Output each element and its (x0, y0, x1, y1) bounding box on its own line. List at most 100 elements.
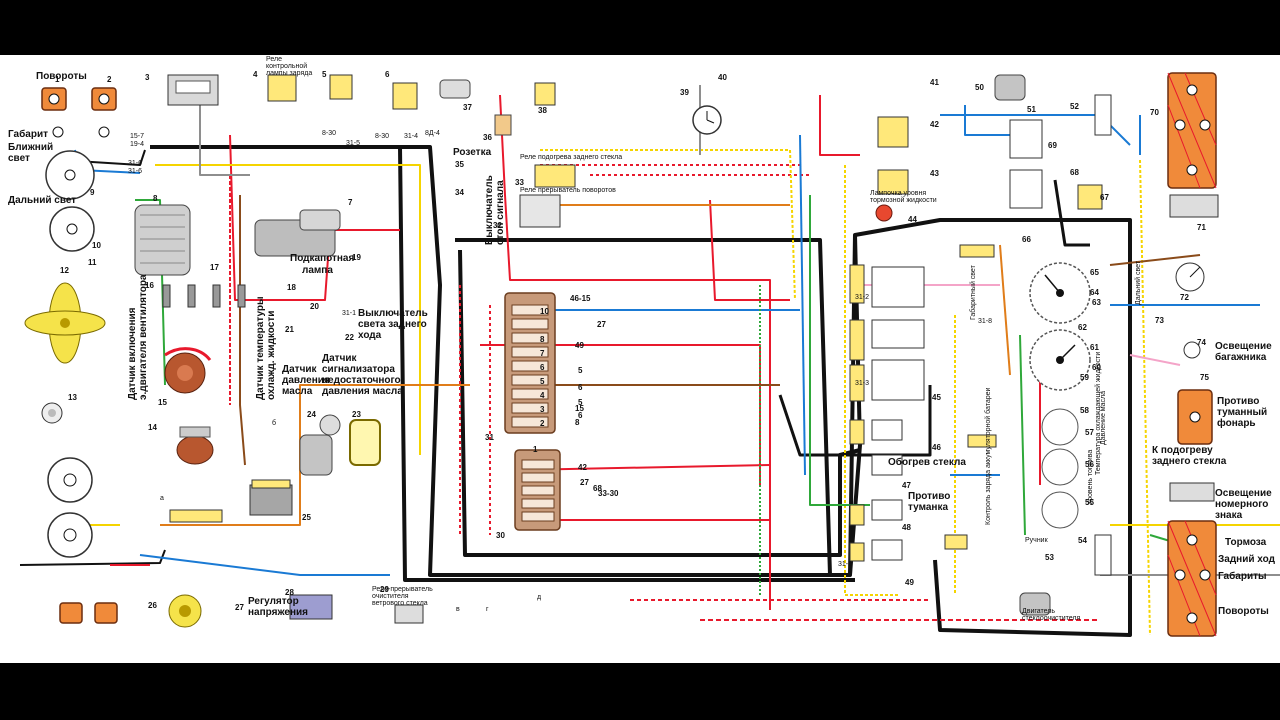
component-number: 2 (107, 75, 112, 84)
component-number: 56 (1085, 460, 1094, 469)
connector-letter: а (160, 495, 164, 502)
label-regulyator-2: напряжения (248, 607, 308, 618)
component-number: 14 (148, 423, 157, 432)
component-number: 30 (496, 531, 505, 540)
component-number: 46 (932, 443, 941, 452)
label-protivo-tumanka-1: Противо (908, 491, 950, 502)
label-osv-bagazhnika-1: Освещение (1215, 341, 1272, 352)
relay-output: 42 (578, 463, 587, 472)
heater-motor-icon (439, 79, 512, 136)
component-number: 41 (930, 78, 939, 87)
fuse-number: 8 (540, 335, 545, 344)
fuse-output: 49 (575, 341, 584, 350)
label-rozetka: Розетка (453, 147, 492, 158)
label-osv-nomera-1: Освещение (1215, 488, 1272, 499)
component-number: 20 (310, 302, 319, 311)
component-number: 31 (485, 433, 494, 442)
component-number: 3 (145, 73, 150, 82)
label-datchik-davl-2: давления (282, 375, 330, 386)
small-gauges (1041, 408, 1079, 529)
component-number: 63 (1092, 298, 1101, 307)
brake-fluid-lamp-icon (875, 204, 893, 222)
label-gabarity: Габариты (1218, 570, 1267, 582)
cooling-fan-icon (24, 282, 106, 364)
component-number: 58 (1080, 406, 1089, 415)
wiring-diagram: Повороты Габарит Ближний свет Дальний св… (0, 55, 1280, 663)
connector-letter: в (456, 606, 460, 613)
component-number: 38 (538, 106, 547, 115)
label-datchik-signal-2: сигнализатора (322, 364, 395, 375)
component-number: 50 (975, 83, 984, 92)
component-number: 36 (483, 133, 492, 142)
label-blizhny-2: свет (8, 153, 30, 164)
label-protivotumanny-1: Противо (1217, 396, 1259, 407)
park-lamp-left (52, 126, 110, 138)
wire-code: 8Д-4 (425, 130, 440, 137)
fuse-number: 3 (540, 405, 545, 414)
label-rele-ochistitel-2: очистителя (372, 593, 409, 600)
component-number: 49 (905, 578, 914, 587)
component-number: 15 (158, 398, 167, 407)
label-davlenie-vert: Давление масла (1100, 391, 1107, 445)
washer-pump-icon (349, 419, 381, 466)
label-rele-obogreva: Реле подогрева заднего стекла (520, 154, 622, 161)
component-number: 65 (1090, 268, 1099, 277)
component-number: 47 (902, 481, 911, 490)
component-number: 39 (680, 88, 689, 97)
label-protivotumanny-2: туманный (1217, 407, 1267, 418)
component-number: 6 (385, 70, 390, 79)
wire-code: 31-6 (128, 168, 142, 175)
component-number: 10 (92, 241, 101, 250)
front-left-turn-lamp (41, 87, 117, 111)
clock-icon (692, 105, 722, 135)
wire-code: 31-8 (978, 318, 992, 325)
component-number: 25 (302, 513, 311, 522)
component-number: 43 (930, 169, 939, 178)
label-lampochka-1: Лампочка уровня (870, 190, 926, 197)
label-rele-ochistitel-1: Реле-прерыватель (372, 586, 433, 593)
label-gabaritny-vert: Габаритный свет (969, 264, 977, 320)
label-zadny-hod: Задний ход (1218, 554, 1276, 565)
component-number: 48 (902, 523, 911, 532)
fuse-number: 6 (540, 363, 545, 372)
label-ruchnik: Ручник (1025, 537, 1049, 544)
component-number: 54 (1078, 536, 1087, 545)
wiper-motor-rear-icon (994, 74, 1026, 101)
wire-code: 46-15 (570, 294, 591, 303)
alternator-icon (134, 204, 191, 276)
label-vykl-sveta-2: света заднего (358, 319, 427, 330)
component-number: 29 (380, 585, 389, 594)
spark-plugs-icon (162, 284, 246, 308)
fuse-output: 6 (578, 411, 583, 420)
headlight-upper (45, 150, 95, 200)
component-number: 71 (1197, 223, 1206, 232)
component-number: 8 (153, 194, 158, 203)
label-osv-nomera-2: номерного (1215, 499, 1268, 510)
label-podkapotnaya-1: Подкапотная (290, 253, 354, 264)
speedometer-gauge (1029, 329, 1091, 391)
rear-left-turn-lamp (59, 602, 118, 624)
fuse-number: 7 (540, 349, 545, 358)
horn-icon (41, 402, 63, 424)
rear-lamp-right-bottom (1167, 520, 1217, 637)
label-dvigatel-2: стеклоочистителя (1022, 615, 1081, 622)
component-number: 69 (1048, 141, 1057, 150)
label-datchik-signal-4: давления масла (322, 386, 403, 397)
component-number: 21 (285, 325, 294, 334)
label-protivotumanny-3: фонарь (1217, 417, 1256, 429)
fuse-number: 10 (540, 307, 549, 316)
label-datchik-vkl-1: Датчик включения (127, 307, 138, 400)
component-number: 26 (148, 601, 157, 610)
component-number: 1 (55, 75, 60, 84)
wiper-motor-bottom-icon (1019, 534, 1112, 616)
component-number: 74 (1197, 338, 1206, 347)
component-number: 16 (145, 281, 154, 290)
component-number: 73 (1155, 316, 1164, 325)
label-datchik-signal-3: недостаточного (322, 375, 401, 386)
component-number: 5 (322, 70, 327, 79)
wire-code: 8-30 (375, 133, 389, 140)
label-vykl-stop-1: Выключатель (484, 175, 495, 245)
component-number: 22 (345, 333, 354, 342)
label-regulyator-1: Регулятор (248, 596, 299, 607)
